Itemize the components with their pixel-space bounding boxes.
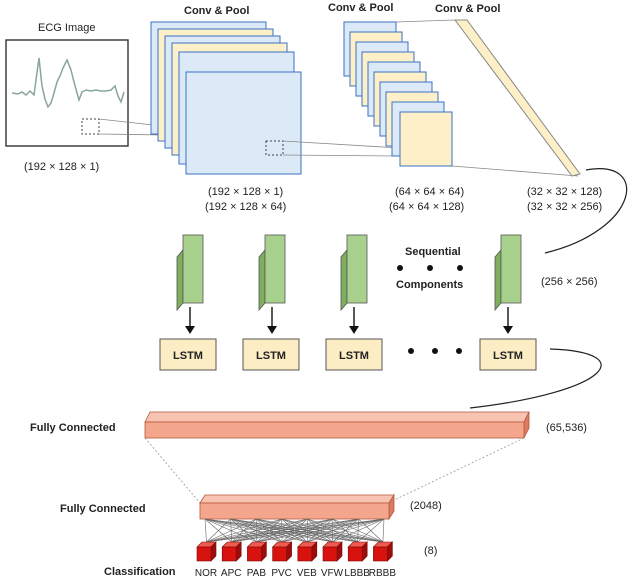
- conv-block-3-title: Conv & Pool: [435, 3, 500, 15]
- fan-line: [230, 518, 383, 543]
- fc2-front-face: [199, 502, 390, 520]
- feature-map-3: [340, 234, 368, 312]
- conv-block-3-dims-2: (32 × 32 × 256): [527, 201, 602, 213]
- fan-line: [358, 518, 384, 543]
- class-cube-veb: [297, 541, 318, 562]
- conv-block-2-title: Conv & Pool: [328, 2, 393, 14]
- ecg-image-frame: [5, 39, 129, 147]
- feature-map-1: [176, 234, 204, 312]
- class-cube-lbbb: [347, 541, 368, 562]
- fan-line: [204, 518, 308, 543]
- class-label-nor: NOR: [195, 568, 217, 579]
- conv2-front-layer: [399, 111, 453, 167]
- conv1-receptive-field: [265, 140, 284, 156]
- class-cube-vfw: [322, 541, 343, 562]
- lstm-unit-4-label: LSTM: [493, 350, 523, 362]
- conv-block-1: Conv & Pool (192 × 128 × 1) (192 × 128 ×…: [150, 5, 302, 213]
- ecg-title: ECG Image: [38, 22, 95, 34]
- fully-connected-2: Fully Connected (2048): [60, 493, 442, 521]
- conv1-projection-lines: [282, 140, 401, 157]
- class-cube-pvc: [271, 541, 293, 562]
- sequential-label-line1: Sequential: [405, 246, 461, 258]
- conv-block-1-dims-2: (192 × 128 × 64): [205, 201, 286, 213]
- feature-map-2: [258, 234, 286, 312]
- fc2-dims: (2048): [410, 500, 442, 512]
- lstm-unit-2: LSTM: [242, 338, 300, 371]
- conv-block-1-title: Conv & Pool: [184, 5, 249, 17]
- lstm-to-fc-connector: [469, 348, 602, 409]
- fc1-top-face: [144, 411, 530, 423]
- fan-line: [204, 518, 358, 543]
- class-label-pab: PAB: [247, 568, 267, 579]
- fan-line: [204, 518, 283, 543]
- fan-line: [307, 518, 383, 543]
- feature-to-lstm-arrows: [185, 307, 513, 334]
- fc2-label: Fully Connected: [60, 503, 146, 515]
- conv-block-1-dims-1: (192 × 128 × 1): [208, 186, 283, 198]
- fan-line: [204, 518, 207, 543]
- class-cube-apc: [221, 541, 242, 562]
- class-label-rbbb: RBBB: [369, 568, 397, 579]
- fan-line: [204, 518, 383, 543]
- conv-block-2-dims-1: (64 × 64 × 64): [395, 186, 464, 198]
- fan-line: [281, 518, 383, 543]
- class-label-vfw: VFW: [321, 568, 344, 579]
- lstm-unit-1: LSTM: [159, 338, 217, 371]
- ecg-waveform: [11, 57, 125, 109]
- class-cube-pab: [246, 541, 268, 562]
- ecg-receptive-field: [81, 118, 100, 135]
- conv-to-sequence-connector: [544, 168, 628, 254]
- sequence-ellipsis-top: [397, 265, 463, 271]
- ecg-dims: (192 × 128 × 1): [24, 161, 99, 173]
- conv2-projection-lines: [395, 19, 579, 177]
- class-label-pvc: PVC: [271, 568, 292, 579]
- conv1-front-layer: [185, 71, 302, 175]
- fan-line: [382, 518, 385, 543]
- class-cube-rbbb: [372, 541, 394, 562]
- fan-line: [204, 518, 333, 543]
- sequential-components: Sequential Components (256 × 256): [176, 234, 598, 312]
- ecg-input: ECG Image (192 × 128 × 1): [5, 22, 129, 173]
- fan-line: [204, 518, 258, 543]
- conv-block-2: Conv & Pool (64 × 64 × 64) (64 × 64 × 12…: [328, 2, 464, 213]
- conv-block-3: Conv & Pool (32 × 32 × 128) (32 × 32 × 2…: [435, 3, 602, 213]
- sequential-label-line2: Components: [396, 279, 463, 291]
- lstm-unit-2-label: LSTM: [256, 350, 286, 362]
- lstm-unit-1-label: LSTM: [173, 350, 203, 362]
- lstm-unit-4: LSTM: [479, 338, 537, 371]
- class-label-veb: VEB: [297, 568, 317, 579]
- fc1-dims: (65,536): [546, 422, 587, 434]
- conv-block-3-dims-1: (32 × 32 × 128): [527, 186, 602, 198]
- lstm-row: LSTM LSTM LSTM LSTM: [159, 338, 537, 371]
- class-cubes: [196, 541, 394, 562]
- sequential-dims: (256 × 256): [541, 276, 598, 288]
- fc2-top-face: [199, 494, 395, 504]
- conv-block-2-dims-2: (64 × 64 × 128): [389, 201, 464, 213]
- fc2-to-classes-connections: [204, 518, 385, 543]
- fan-line: [256, 518, 383, 543]
- lstm-ellipsis: [408, 348, 462, 354]
- class-cube-nor: [196, 541, 217, 562]
- lstm-unit-3: LSTM: [325, 338, 383, 371]
- fc1-to-fc2-lines: [144, 437, 525, 504]
- lstm-unit-3-label: LSTM: [339, 350, 369, 362]
- fan-line: [332, 518, 384, 543]
- fc1-label: Fully Connected: [30, 422, 116, 434]
- conv3-thin-layer: [454, 19, 581, 177]
- classification-label: Classification: [104, 566, 176, 578]
- fully-connected-1: Fully Connected (65,536): [30, 411, 587, 439]
- class-label-apc: APC: [221, 568, 242, 579]
- classification-dims: (8): [424, 545, 437, 557]
- feature-map-4: [494, 234, 522, 312]
- class-label-lbbb: LBBB: [344, 568, 370, 579]
- fc1-front-face: [144, 421, 525, 439]
- fan-line: [204, 518, 232, 543]
